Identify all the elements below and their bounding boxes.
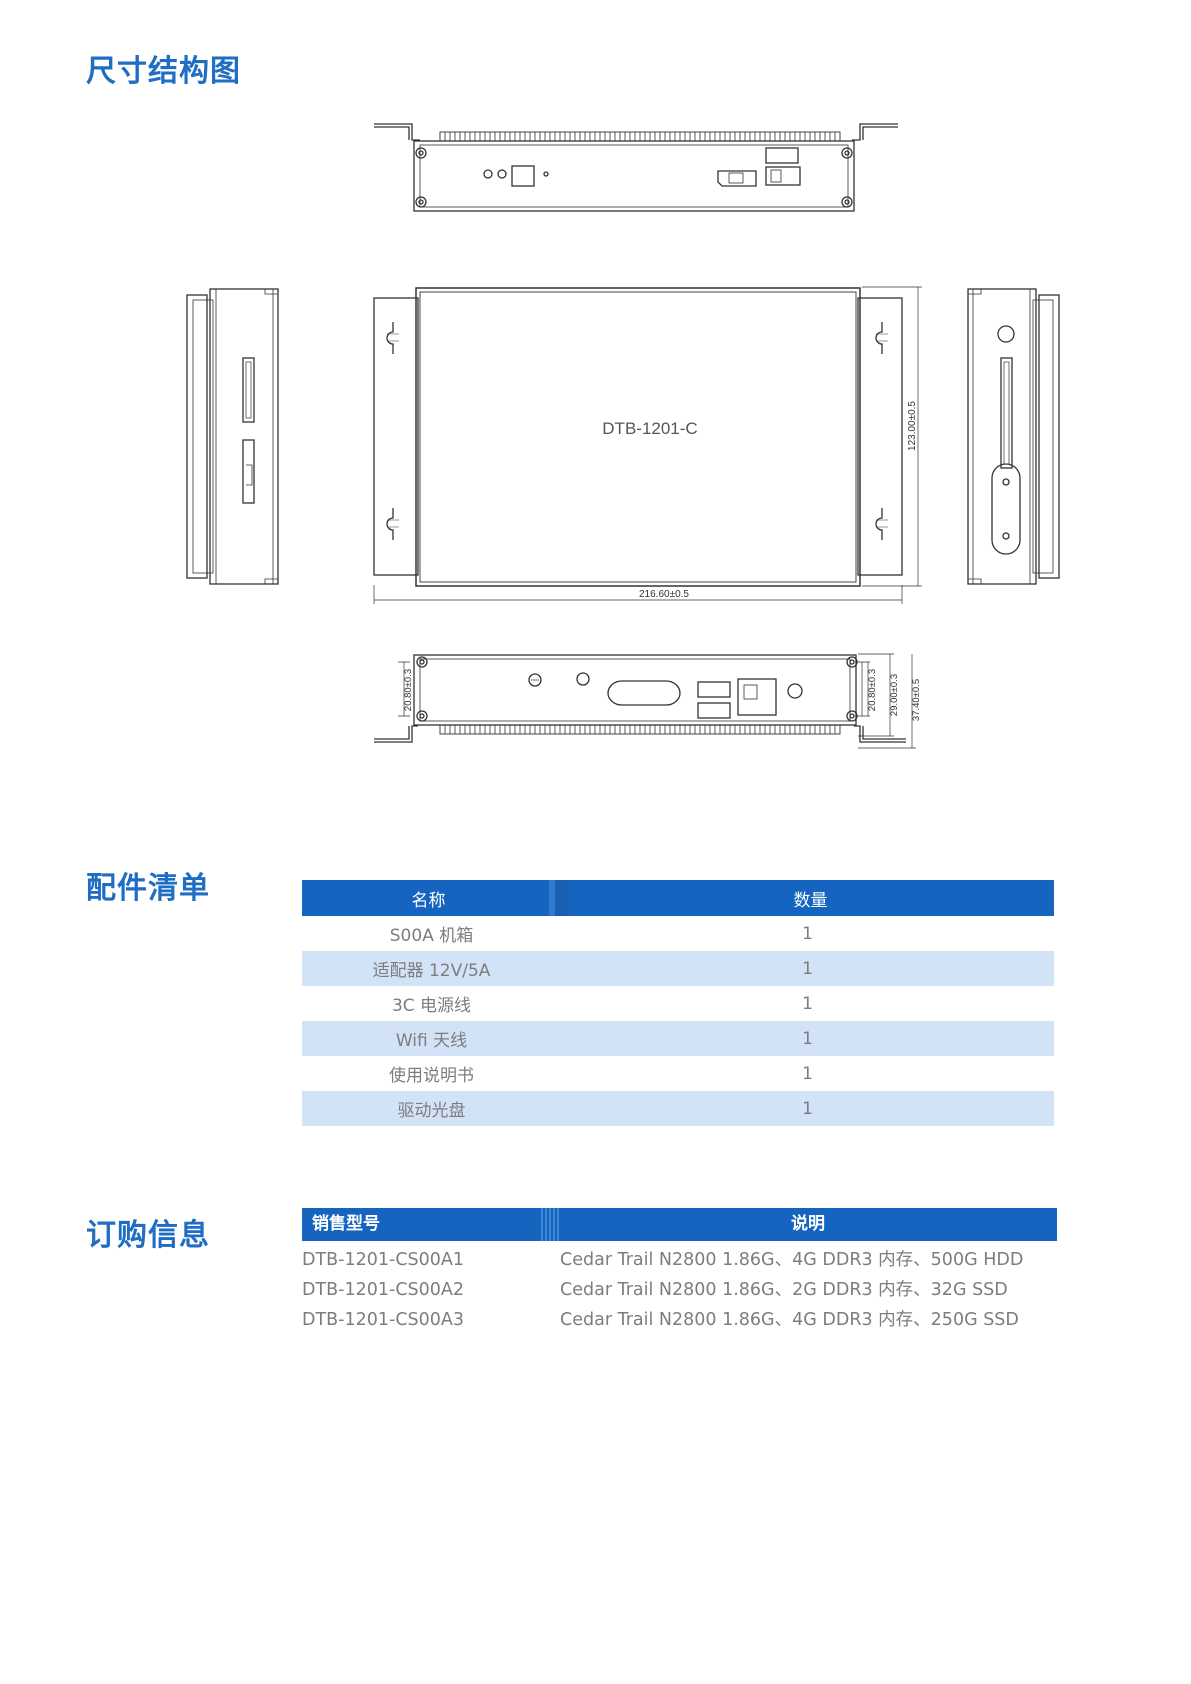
accessory-name: 3C 电源线 [391, 996, 472, 1016]
table-row: 使用说明书 1 [302, 1056, 1054, 1091]
accessories-section-title: 配件清单 [86, 871, 210, 906]
table-row: DTB-1201-CS00A3 Cedar Trail N2800 1.86G、… [302, 1305, 1062, 1335]
accessory-name: 使用说明书 [389, 1066, 474, 1086]
right-height-dimension-2: 29.00±0.3 [889, 674, 900, 716]
table-row: 驱动光盘 1 [302, 1091, 1054, 1126]
order-description: Cedar Trail N2800 1.86G、4G DDR3 内存、250G … [560, 1310, 1019, 1330]
ordering-header: 销售型号 说明 [302, 1208, 1057, 1241]
bottom-view: 20.80±0.3 20.80±0.3 29.00±0.3 37.40±0.5 [374, 653, 922, 749]
ordering-section-title: 订购信息 [86, 1218, 210, 1253]
right-height-dimension-3: 37.40±0.5 [911, 679, 922, 721]
accessory-qty: 1 [561, 951, 1054, 986]
accessory-name: S00A 机箱 [389, 926, 474, 946]
accessories-header-name: 名称 [302, 880, 567, 916]
left-side-view [186, 288, 279, 585]
right-side-view [967, 288, 1060, 585]
accessory-qty: 1 [561, 1021, 1054, 1056]
accessory-name: Wifi 天线 [302, 1021, 561, 1056]
model-label: DTB-1201-C [602, 419, 697, 438]
accessory-qty: 1 [802, 923, 813, 944]
top-view [374, 123, 898, 212]
table-row: DTB-1201-CS00A2 Cedar Trail N2800 1.86G、… [302, 1275, 1062, 1305]
ordering-header-desc: 说明 [791, 1214, 825, 1234]
accessory-qty: 1 [802, 1063, 813, 1084]
header-separator [539, 1208, 559, 1241]
table-row: 适配器 12V/5A 1 [302, 951, 1054, 986]
table-row: Wifi 天线 1 [302, 1021, 1054, 1056]
table-row: 3C 电源线 1 [302, 986, 1054, 1021]
accessory-qty: 1 [561, 1091, 1054, 1126]
main-view: DTB-1201-C 216.60±0.5 123.00±0.5 [373, 286, 922, 604]
accessory-name: 适配器 12V/5A [302, 951, 561, 986]
accessories-header-qty: 数量 [561, 880, 1054, 916]
order-description: Cedar Trail N2800 1.86G、2G DDR3 内存、32G S… [560, 1280, 1008, 1300]
accessories-header-row: 名称 数量 [302, 880, 1054, 916]
accessories-table: 名称 数量 S00A 机箱 1 适配器 12V/5A 1 3C 电源线 1 Wi… [302, 880, 1054, 1126]
order-description: Cedar Trail N2800 1.86G、4G DDR3 内存、500G … [560, 1250, 1024, 1270]
accessory-qty: 1 [802, 993, 813, 1014]
order-model: DTB-1201-CS00A3 [302, 1310, 465, 1330]
table-row: S00A 机箱 1 [302, 916, 1054, 951]
depth-dimension: 123.00±0.5 [907, 401, 918, 451]
ordering-header-model: 销售型号 [312, 1214, 380, 1234]
width-dimension: 216.60±0.5 [639, 589, 689, 600]
dimension-drawing: DTB-1201-C 216.60±0.5 123.00±0.5 [186, 123, 1060, 749]
order-model: DTB-1201-CS00A2 [302, 1280, 465, 1300]
accessory-name: 驱动光盘 [302, 1091, 561, 1126]
right-height-dimension-1: 20.80±0.3 [867, 669, 878, 711]
order-model: DTB-1201-CS00A1 [302, 1250, 465, 1270]
table-row: DTB-1201-CS00A1 Cedar Trail N2800 1.86G、… [302, 1245, 1062, 1275]
left-height-dimension: 20.80±0.3 [403, 669, 414, 711]
dimensions-section-title: 尺寸结构图 [86, 54, 241, 89]
